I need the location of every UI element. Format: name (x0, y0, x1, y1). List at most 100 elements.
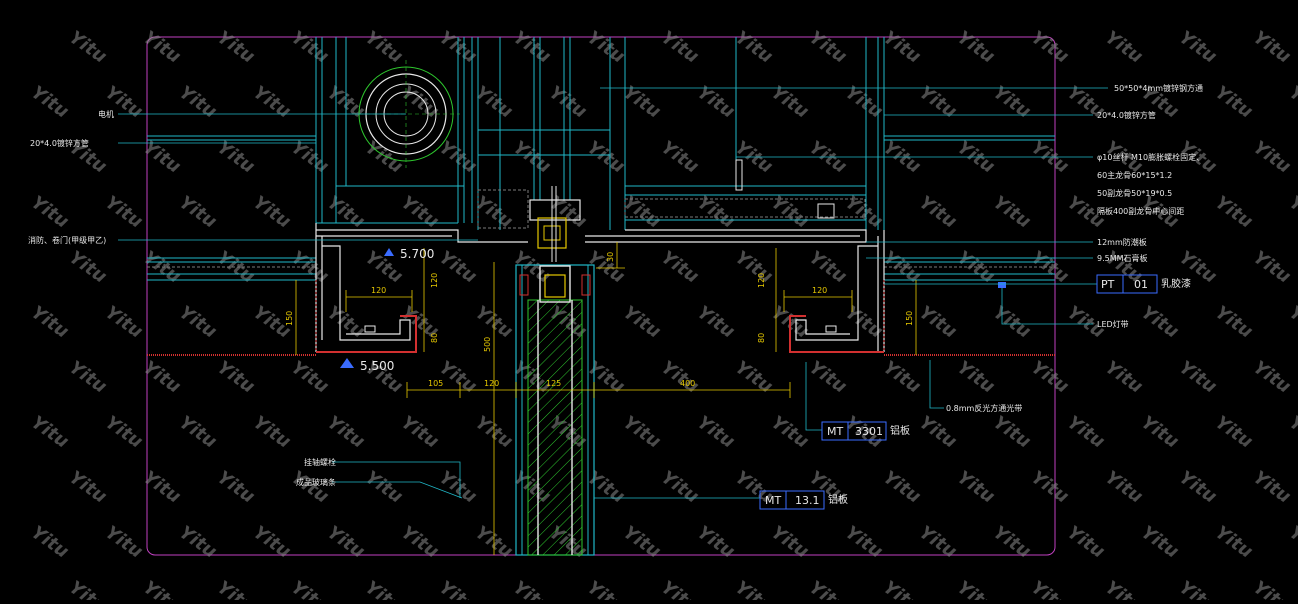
watermark-text: Yitu (213, 467, 258, 508)
watermark-text: Yitu (583, 577, 628, 600)
watermark-text: Yitu (509, 137, 554, 178)
watermark-text: Yitu (249, 82, 294, 123)
dim-120-right-h: 120 (812, 286, 827, 295)
watermark-text: Yitu (101, 192, 146, 233)
watermark-text: Yitu (323, 192, 368, 233)
watermark-text: Yitu (435, 577, 480, 600)
watermark-text: Yitu (583, 357, 628, 398)
watermark-text: Yitu (1211, 82, 1256, 123)
dimension-lines (295, 242, 917, 555)
watermark-text: Yitu (1249, 577, 1294, 600)
watermark-text: Yitu (65, 467, 110, 508)
watermark-text: Yitu (805, 577, 850, 600)
watermark-text: Yitu (657, 467, 702, 508)
watermark-text: Yitu (545, 82, 590, 123)
watermark-text: Yitu (731, 357, 776, 398)
ceiling-board (315, 223, 885, 352)
watermark-text: Yitu (731, 27, 776, 68)
label-aluminum-1: 铝板 (890, 424, 910, 437)
watermark-text: Yitu (1211, 302, 1256, 343)
watermark-text: Yitu (989, 522, 1034, 563)
watermark-text: Yitu (767, 192, 812, 233)
watermark-text: Yitu (1211, 412, 1256, 453)
watermark-text: Yitu (175, 412, 220, 453)
watermark-text: Yitu (361, 27, 406, 68)
watermark-text: Yitu (1249, 357, 1294, 398)
watermark-text: Yitu (249, 412, 294, 453)
watermark-text: Yitu (1101, 27, 1146, 68)
watermark-text: Yitu (175, 82, 220, 123)
watermark-text: Yitu (435, 357, 480, 398)
label-paint: 乳胶漆 (1161, 277, 1191, 290)
watermark-text: Yitu (953, 27, 998, 68)
dim-80-right: 80 (757, 333, 766, 343)
tag-mt2-num: 13.1 (795, 494, 820, 507)
watermark-text: Yitu (1249, 27, 1294, 68)
watermark-text: Yitu (989, 302, 1034, 343)
label-rod-m10: φ10丝杆 M10膨胀螺栓固定、 (1097, 152, 1204, 162)
watermark-text: Yitu (287, 27, 332, 68)
watermark-text: Yitu (361, 577, 406, 600)
watermark-text: Yitu (1285, 522, 1298, 563)
dim-150-left: 150 (285, 311, 294, 326)
watermark-text: Yitu (805, 27, 850, 68)
watermark-text: Yitu (1027, 357, 1072, 398)
watermark-text: Yitu (915, 522, 960, 563)
label-finished-filter: 成品玻璃条 (296, 477, 336, 487)
watermark-text: Yitu (1101, 577, 1146, 600)
tag-mt2-code: MT (765, 494, 781, 507)
leader-lines (118, 87, 1108, 499)
right-reveal-pocket (789, 245, 884, 353)
watermark-text: Yitu (693, 522, 738, 563)
dim-30: 30 (606, 252, 615, 262)
watermark-text: Yitu (879, 467, 924, 508)
watermark-text: Yitu (287, 467, 332, 508)
label-aluminum-2: 铝板 (828, 493, 848, 506)
watermark-text: Yitu (657, 137, 702, 178)
dim-500: 500 (483, 337, 492, 352)
watermark-text: Yitu (287, 357, 332, 398)
watermark-text: Yitu (1285, 302, 1298, 343)
tag-pt-code: PT (1101, 278, 1115, 291)
watermark-text: Yitu (101, 302, 146, 343)
track-bracket (529, 159, 835, 262)
annotation-text: 电机 20*4.0镀锌方管 消防、卷门(甲级甲乙) 挂轴螺栓 成品玻璃条 50*… (28, 83, 1204, 506)
watermark-text: Yitu (915, 192, 960, 233)
watermark-text: Yitu (1211, 522, 1256, 563)
watermark-text: Yitu (583, 27, 628, 68)
watermark-text: Yitu (175, 302, 220, 343)
watermark-text: Yitu (65, 27, 110, 68)
dimension-text: 120 120 80 150 500 30 105 120 125 400 12… (285, 252, 914, 388)
watermark-text: Yitu (213, 357, 258, 398)
watermark-text: Yitu (805, 357, 850, 398)
watermark-text: Yitu (1101, 357, 1146, 398)
watermark-text: Yitu (1249, 467, 1294, 508)
watermark-text: Yitu (1137, 522, 1182, 563)
structure-lines (147, 37, 1055, 281)
watermark-text: Yitu (767, 522, 812, 563)
label-keel-60: 60主龙骨60*15*1.2 (1097, 170, 1172, 180)
watermark-text: Yitu (915, 302, 960, 343)
watermark-text: Yitu (805, 247, 850, 288)
dim-120-right-v: 120 (757, 273, 766, 288)
watermark-text: Yitu (65, 577, 110, 600)
dim-125: 125 (546, 379, 561, 388)
watermark-text: Yitu (619, 522, 664, 563)
watermark-text: Yitu (101, 522, 146, 563)
watermark-text: Yitu (1027, 577, 1072, 600)
watermark-text: Yitu (139, 27, 184, 68)
watermark-text: Yitu (27, 412, 72, 453)
watermark-text: Yitu (175, 522, 220, 563)
watermark-text: Yitu (1027, 467, 1072, 508)
watermark-text: Yitu (1063, 412, 1108, 453)
watermark-text: Yitu (879, 357, 924, 398)
watermark-text: Yitu (323, 522, 368, 563)
tag-mt1-code: MT (827, 425, 843, 438)
watermark-text: Yitu (841, 522, 886, 563)
led-markers (998, 282, 1006, 288)
watermark-text: Yitu (657, 247, 702, 288)
drawing-frame (146, 36, 1056, 556)
watermark-text: Yitu (435, 467, 480, 508)
level-triangle-lower (340, 358, 354, 368)
